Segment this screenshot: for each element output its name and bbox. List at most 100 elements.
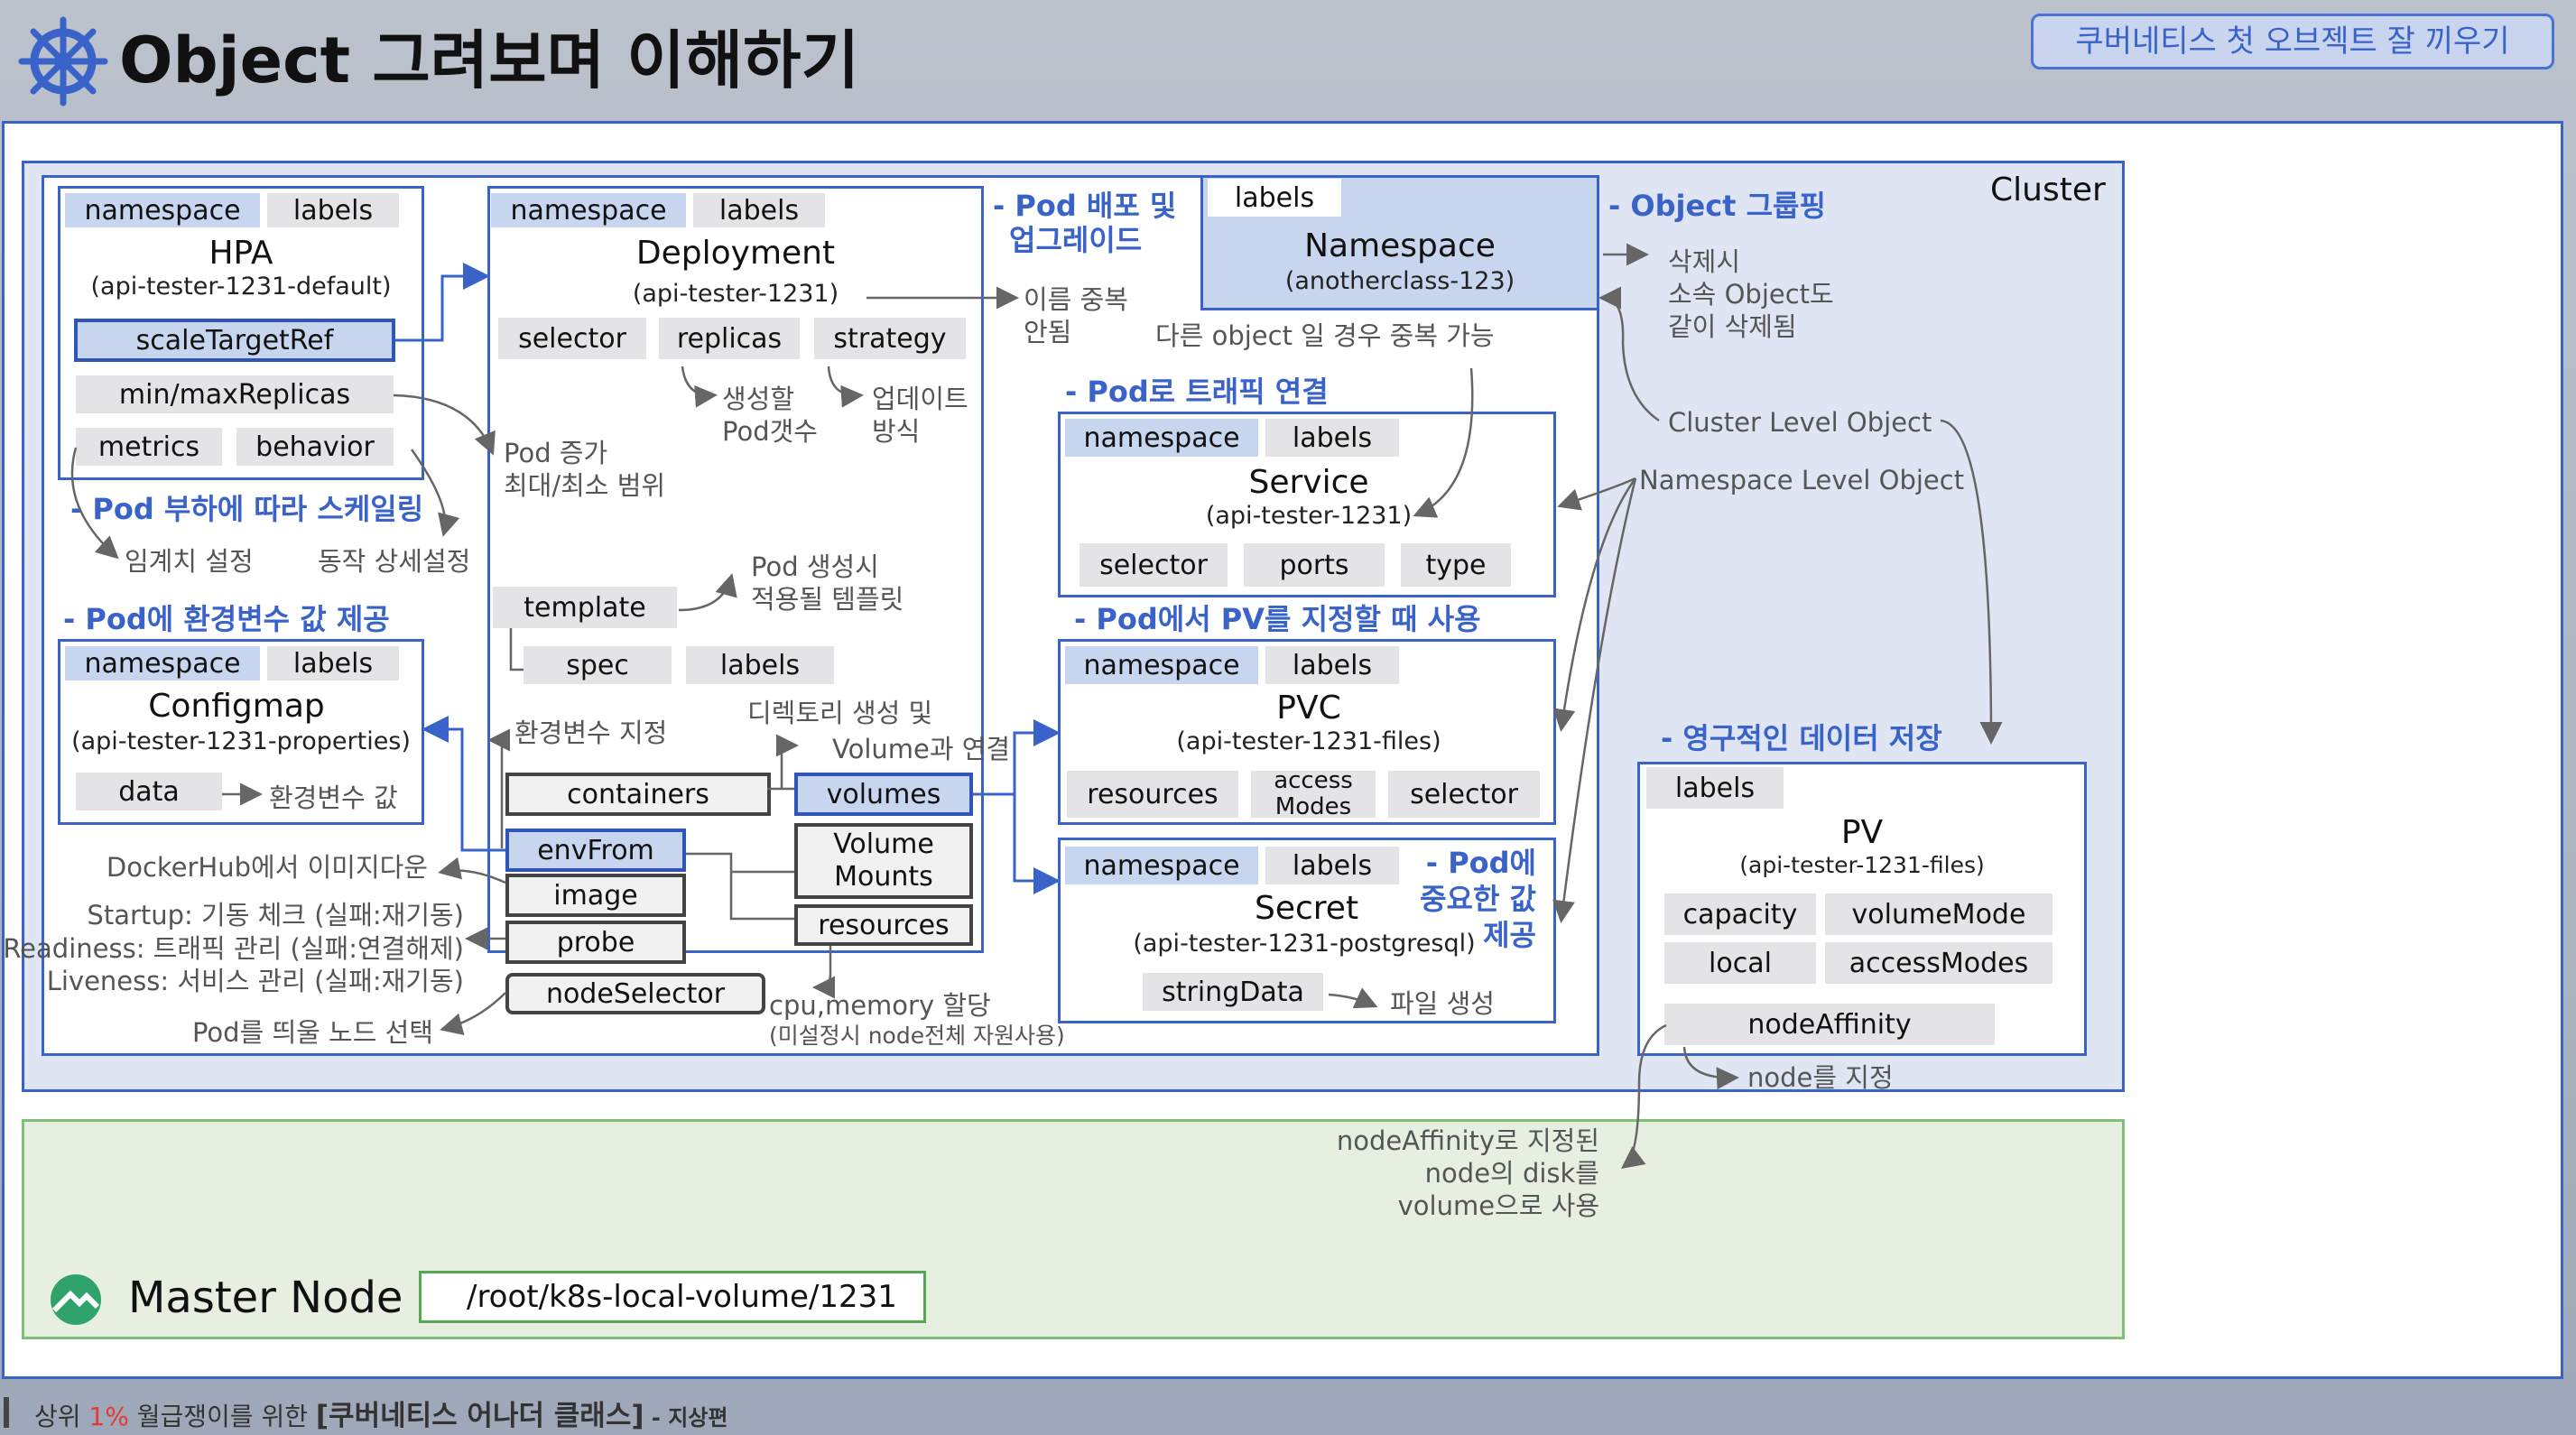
- note-na-1: nodeAffinity로 지정된: [1336, 1125, 1599, 1156]
- pv-nodeaffinity-chip: nodeAffinity: [1664, 1004, 1995, 1045]
- note-tpl-2: 적용될 템플릿: [751, 584, 904, 615]
- pvc-access-line1: access: [1274, 767, 1353, 795]
- footer-bold: [쿠버네티스 어나더 클래스]: [315, 1400, 644, 1432]
- footer: 상위 1% 월급쟁이를 위한 [쿠버네티스 어나더 클래스] - 지상편: [34, 1399, 727, 1434]
- note-del-3: 같이 삭제됨: [1668, 311, 1797, 342]
- resources-chip: resources: [794, 904, 973, 946]
- note-hpa-scaling: - Pod 부하에 따라 스케일링: [70, 492, 424, 526]
- pvc-resources-chip: resources: [1067, 771, 1238, 818]
- note-file-gen: 파일 생성: [1390, 988, 1495, 1019]
- note-liveness: Liveness: 서비스 관리 (실패:재기동): [46, 966, 464, 996]
- footer-bar-mark: [4, 1397, 9, 1428]
- ns-labels-chip: labels: [1208, 179, 1341, 217]
- pvc-access-line2: Modes: [1274, 793, 1352, 820]
- note-dir-2: Volume과 연결: [832, 734, 1011, 764]
- deploy-selector-chip: selector: [498, 318, 646, 359]
- note-cm-env: - Pod에 환경변수 값 제공: [63, 602, 390, 636]
- note-env-set: 환경변수 지정: [514, 718, 668, 748]
- note-cpu-2: (미설정시 node전체 자원사용): [769, 1023, 1065, 1049]
- footer-highlight: 1%: [88, 1402, 129, 1431]
- volume-mounts-line2: Mounts: [834, 861, 933, 893]
- cluster-label: Cluster: [1990, 171, 2106, 208]
- secret-labels-chip: labels: [1265, 847, 1399, 884]
- note-traffic: - Pod로 트래픽 연결: [1065, 375, 1329, 409]
- deploy-namespace-chip: namespace: [491, 193, 686, 227]
- note-persist: - 영구적인 데이터 저장: [1661, 721, 1942, 755]
- svc-type-chip: type: [1401, 543, 1511, 587]
- note-grouping: - Object 그룹핑: [1608, 189, 1826, 223]
- note-del-2: 소속 Object도: [1668, 279, 1834, 310]
- namespace-subtitle: (anotherclass-123): [1284, 267, 1515, 295]
- deploy-labels-chip: labels: [693, 193, 825, 227]
- image-chip: image: [505, 874, 686, 917]
- note-pod-range-2: 최대/최소 범위: [504, 470, 666, 501]
- note-readiness: Readiness: 트래픽 관리 (실패:연결해제): [3, 933, 464, 964]
- note-secret-2: 중요한 값: [1420, 882, 1536, 916]
- cm-data-chip: data: [76, 773, 222, 810]
- note-deploy-1: - Pod 배포 및: [993, 189, 1177, 223]
- note-pv-use: - Pod에서 PV를 지정할 때 사용: [1074, 602, 1481, 636]
- hpa-replicas-chip: min/maxReplicas: [76, 375, 394, 413]
- note-na-2: node의 disk를: [1424, 1158, 1599, 1189]
- note-behavior-detail: 동작 상세설정: [318, 546, 471, 577]
- pv-volumemode-chip: volumeMode: [1825, 893, 2052, 935]
- secret-stringdata-chip: stringData: [1143, 973, 1323, 1011]
- header-badge: 쿠버네티스 첫 오브젝트 잘 끼우기: [2031, 14, 2554, 69]
- note-dockerhub: DockerHub에서 이미지다운: [106, 852, 428, 883]
- nodeselector-chip: nodeSelector: [505, 973, 765, 1014]
- deployment-title: Deployment: [635, 235, 836, 272]
- rocky-linux-icon: [49, 1273, 103, 1327]
- hpa-labels-chip: labels: [267, 193, 399, 227]
- master-node-path: /root/k8s-local-volume/1231: [419, 1271, 926, 1323]
- note-del-1: 삭제시: [1668, 246, 1741, 277]
- pv-title: PV: [1840, 814, 1884, 851]
- volume-mounts-chip: Volume Mounts: [794, 823, 973, 899]
- volume-mounts-line1: Volume: [833, 829, 934, 860]
- kubernetes-logo-icon: [16, 14, 110, 108]
- note-startup: Startup: 기동 체크 (실패:재기동): [87, 900, 464, 930]
- deploy-strategy-chip: strategy: [814, 318, 966, 359]
- note-na-3: volume으로 사용: [1397, 1190, 1599, 1221]
- note-threshold: 임계치 설정: [125, 546, 254, 577]
- note-tpl-1: Pod 생성시: [751, 551, 879, 582]
- note-gen-1: 생성할: [722, 384, 795, 414]
- envfrom-chip: envFrom: [505, 829, 686, 872]
- note-node-set: node를 지정: [1747, 1062, 1894, 1093]
- pv-local-chip: local: [1664, 942, 1816, 984]
- note-other-obj: 다른 object 일 경우 중복 가능: [1155, 320, 1495, 351]
- hpa-title: HPA: [208, 235, 273, 272]
- deploy-spec-chip: spec: [524, 646, 672, 684]
- svc-selector-chip: selector: [1080, 543, 1228, 587]
- note-secret-1: - Pod에: [1425, 846, 1536, 880]
- note-pod-range-1: Pod 증가: [504, 438, 608, 468]
- master-node-label: Master Node: [128, 1273, 403, 1323]
- deploy-template-labels-chip: labels: [686, 646, 834, 684]
- note-ns-level: Namespace Level Object: [1639, 465, 1965, 495]
- page-title: Object 그려보며 이해하기: [119, 23, 859, 97]
- containers-chip: containers: [505, 773, 771, 816]
- pv-subtitle: (api-tester-1231-files): [1739, 852, 1985, 878]
- footer-middle: 월급쟁이를 위한: [128, 1402, 316, 1431]
- svc-namespace-chip: namespace: [1065, 419, 1258, 457]
- footer-author: - 지상편: [644, 1405, 728, 1430]
- pv-capacity-chip: capacity: [1664, 893, 1816, 935]
- master-node-area: [22, 1119, 2125, 1339]
- note-cluster-level: Cluster Level Object: [1668, 407, 1932, 438]
- hpa-namespace-chip: namespace: [65, 193, 260, 227]
- service-title: Service: [1248, 464, 1369, 501]
- note-node-select: Pod를 띄울 노드 선택: [191, 1017, 433, 1048]
- pvc-access-modes-chip: access Modes: [1251, 767, 1376, 820]
- note-gen-2: Pod갯수: [722, 416, 818, 447]
- note-dir-1: 디렉토리 생성 및: [747, 698, 933, 728]
- deploy-replicas-chip: replicas: [659, 318, 800, 359]
- pv-accessmodes-chip: accessModes: [1825, 942, 2052, 984]
- note-upd-2: 방식: [872, 416, 921, 447]
- note-dup-2: 안됨: [1024, 317, 1072, 347]
- cm-labels-chip: labels: [267, 646, 399, 680]
- hpa-scaletargetref: scaleTargetRef: [74, 319, 395, 362]
- secret-subtitle: (api-tester-1231-postgresql): [1133, 930, 1476, 958]
- deploy-template-chip: template: [493, 587, 677, 628]
- configmap-subtitle: (api-tester-1231-properties): [71, 727, 411, 755]
- note-dup-1: 이름 중복: [1024, 284, 1128, 315]
- configmap-title: Configmap: [148, 688, 325, 725]
